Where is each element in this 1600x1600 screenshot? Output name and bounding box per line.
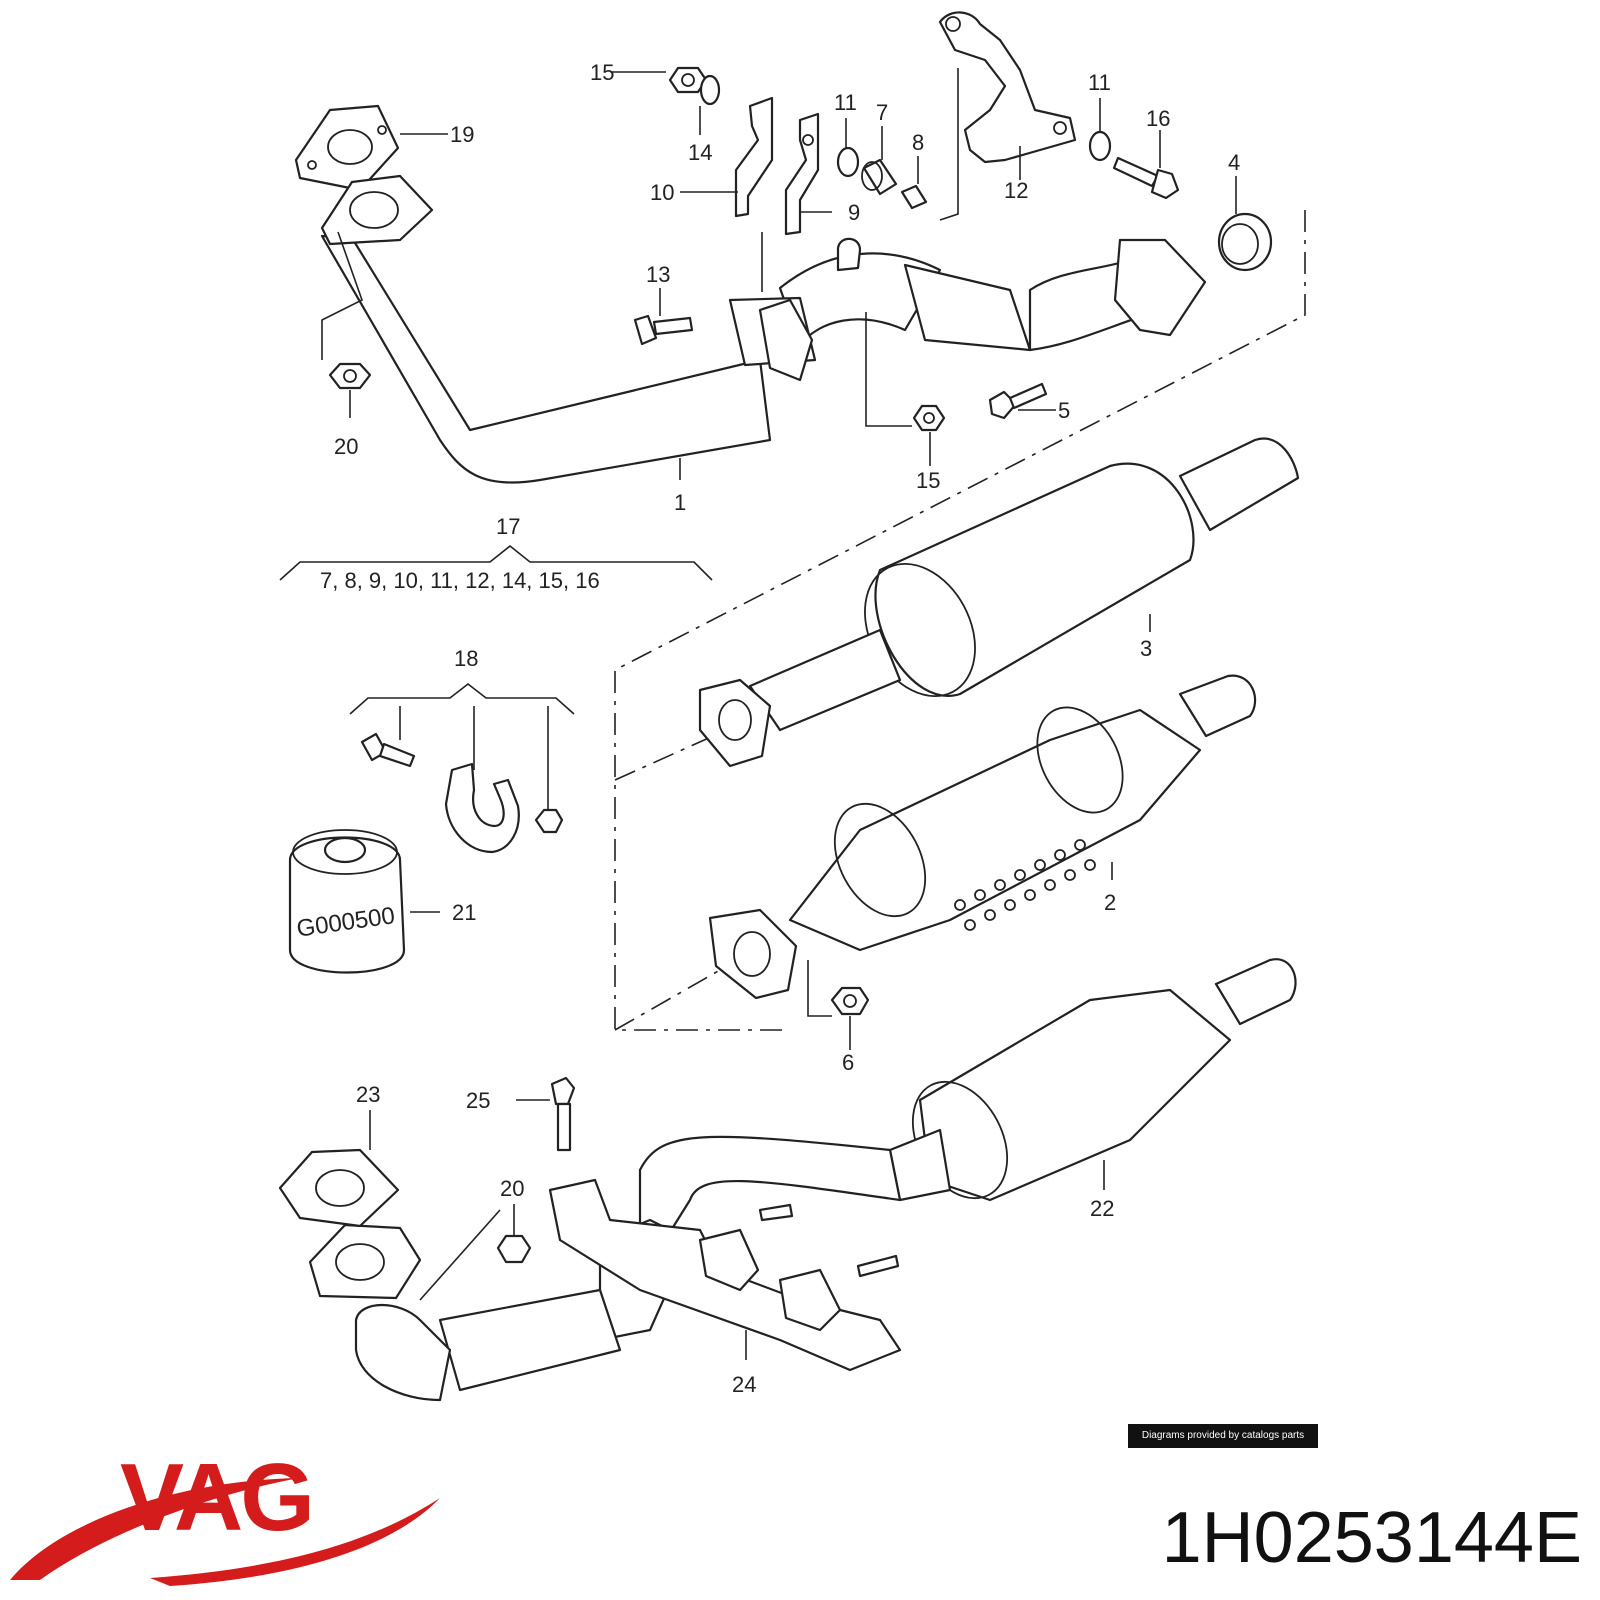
- washer-11: [836, 146, 860, 178]
- part-number: 1H0253144E: [1161, 1498, 1582, 1578]
- clamp-18: [444, 762, 520, 854]
- bolt-18: [360, 732, 416, 768]
- group-17-members: 7, 8, 9, 10, 11, 12, 14, 15, 16: [320, 568, 600, 593]
- callout-4: 4: [1228, 150, 1240, 175]
- callout-labels: 15 14 10 9 11 7 8 12 11 16 4 19 13 5 15 …: [295, 60, 1240, 1397]
- muffler-3: [698, 437, 1300, 768]
- group-18-bracket: [349, 682, 575, 715]
- nut-15-mid: [912, 404, 946, 432]
- callout-16: 16: [1146, 106, 1170, 131]
- washer-14: [699, 74, 721, 106]
- nut-20: [328, 362, 372, 390]
- callout-14: 14: [688, 140, 712, 165]
- callout-15: 15: [590, 60, 614, 85]
- callout-11: 11: [834, 90, 857, 115]
- rubber-mount-21: [288, 829, 406, 974]
- callout-20-bottom: 20: [500, 1176, 524, 1201]
- callout-3: 3: [1140, 636, 1152, 661]
- callout-18: 18: [454, 646, 478, 671]
- callout-22: 22: [1090, 1196, 1114, 1221]
- callout-15-mid: 15: [916, 468, 940, 493]
- callout-8: 8: [912, 130, 924, 155]
- bolt-13: [633, 314, 694, 346]
- nut-20-bottom: [496, 1234, 532, 1264]
- callout-21: 21: [452, 900, 476, 925]
- washer-11-right: [1088, 130, 1112, 162]
- gasket-19: [294, 104, 400, 192]
- callout-25: 25: [466, 1088, 490, 1113]
- bracket-12: [938, 11, 1077, 164]
- bracket-9: [784, 112, 820, 236]
- callout-7: 7: [876, 100, 888, 125]
- catalytic-converter-2: [708, 674, 1257, 1000]
- nut-6: [830, 986, 870, 1016]
- diagram-credit-label: Diagrams provided by catalogs parts: [1128, 1424, 1318, 1448]
- callout-6: 6: [842, 1050, 854, 1075]
- nut-18: [534, 808, 564, 834]
- callout-1: 1: [674, 490, 686, 515]
- bolt-25: [550, 1076, 576, 1152]
- bolt-16: [1112, 156, 1180, 200]
- callout-11-right: 11: [1088, 70, 1111, 95]
- callout-20: 20: [334, 434, 358, 459]
- callout-9: 9: [848, 200, 860, 225]
- bolt-5: [988, 382, 1048, 420]
- callout-2: 2: [1104, 890, 1116, 915]
- rubber-bush-7: [861, 158, 898, 196]
- callout-19: 19: [450, 122, 474, 147]
- seal-ring-4: [1217, 212, 1273, 272]
- callout-24: 24: [732, 1372, 756, 1397]
- gasket-23: [278, 1148, 400, 1228]
- callout-5: 5: [1058, 398, 1070, 423]
- sleeve-8: [900, 184, 928, 210]
- callout-12: 12: [1004, 178, 1028, 203]
- callout-13: 13: [646, 262, 670, 287]
- vag-logo-text: VAG: [120, 1444, 315, 1551]
- bracket-10: [734, 96, 774, 218]
- vag-logo-swoosh: [10, 1478, 440, 1586]
- callout-10: 10: [650, 180, 674, 205]
- leader-lines: [321, 68, 1237, 1360]
- callout-17: 17: [496, 514, 520, 539]
- group-17-bracket: [279, 544, 713, 581]
- callout-23: 23: [356, 1082, 380, 1107]
- front-pipe-1: [320, 174, 1207, 484]
- heat-shield-24: [548, 1178, 902, 1372]
